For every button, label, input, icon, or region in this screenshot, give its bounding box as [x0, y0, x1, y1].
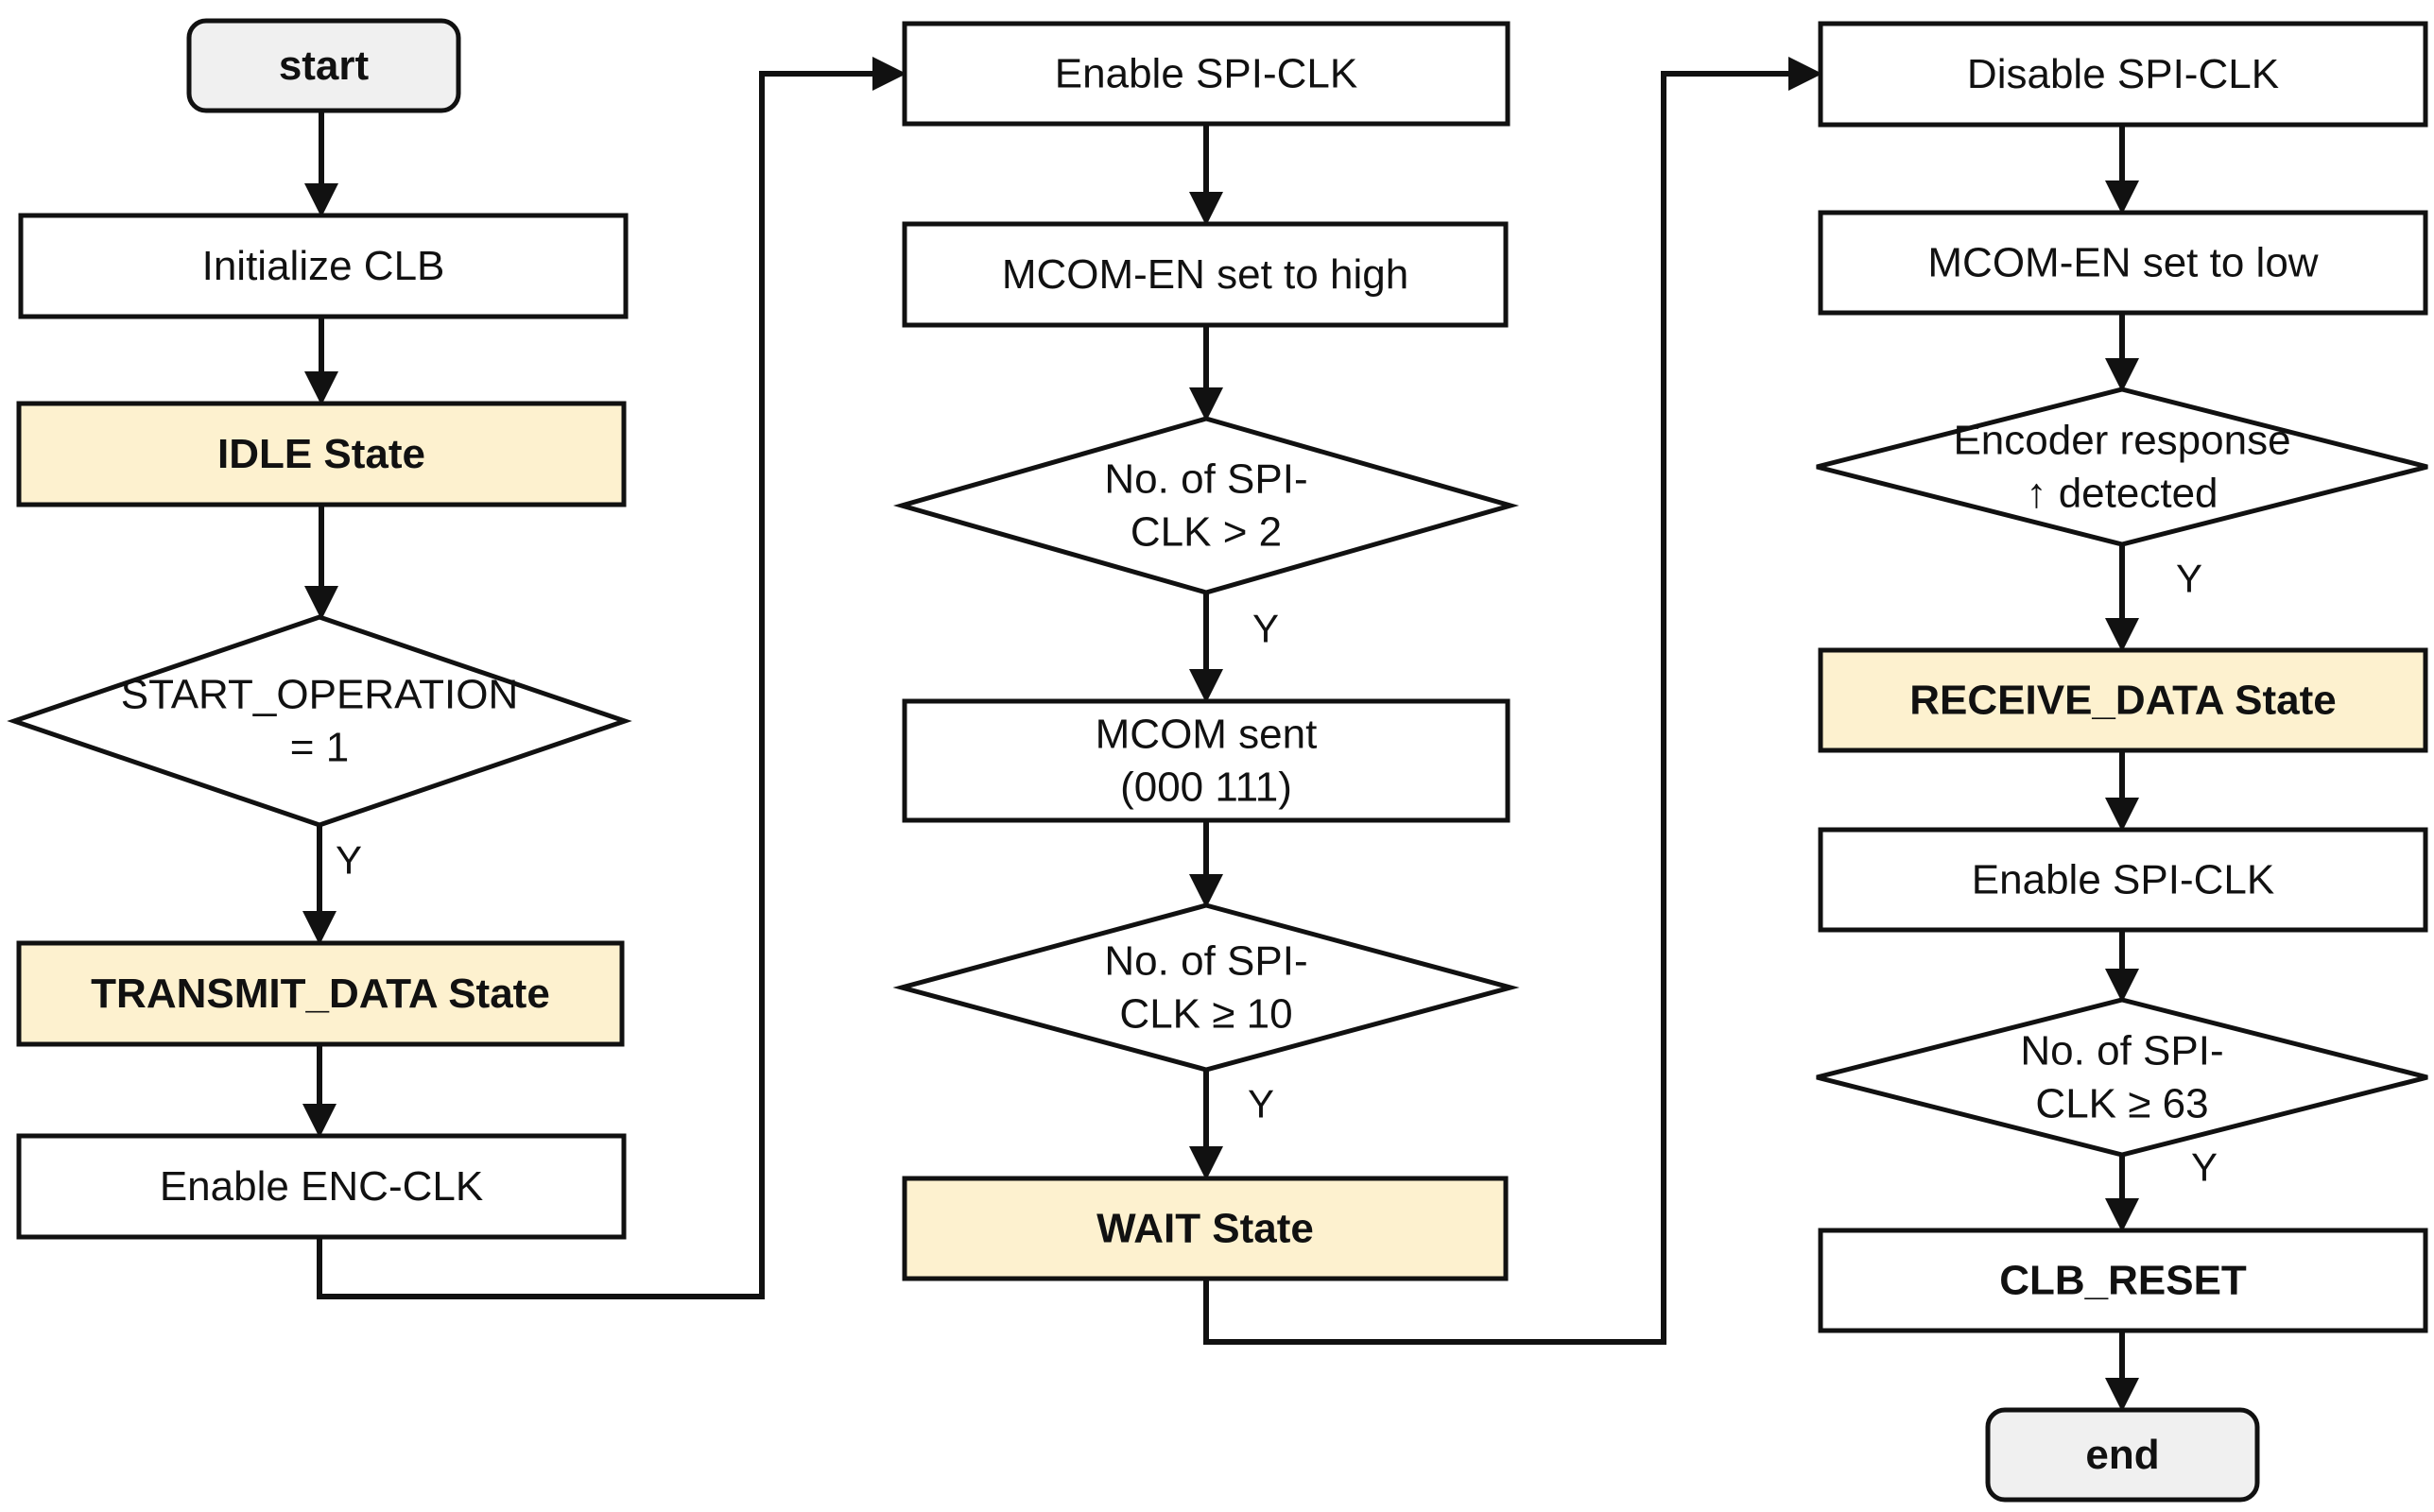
node-label: Enable SPI-CLK — [1972, 857, 2274, 903]
node-enable-spi-clk-1: Enable SPI-CLK — [902, 21, 1510, 127]
node-label: start — [279, 43, 370, 89]
node-transmit-state: TRANSMIT_DATA State — [16, 940, 625, 1047]
node-label: IDLE State — [217, 431, 425, 477]
node-label: No. of SPI- — [1104, 938, 1307, 985]
node-label: Initialize CLB — [202, 243, 445, 289]
node-enable-enc-clk: Enable ENC-CLK — [16, 1133, 627, 1240]
node-wait-state: WAIT State — [902, 1176, 1509, 1281]
node-end: end — [1985, 1407, 2260, 1503]
node-mcom-en-low: MCOM-EN set to low — [1818, 210, 2428, 316]
node-spi-clk-ge-10: No. of SPI- CLK ≥ 10 — [892, 902, 1520, 1073]
state-box — [16, 401, 627, 507]
state-box — [902, 1176, 1509, 1281]
node-label: Disable SPI-CLK — [1967, 51, 2279, 97]
node-label: end — [2085, 1432, 2159, 1478]
decision-diamond — [892, 902, 1520, 1073]
edge-enc-spi1 — [317, 57, 906, 1299]
node-label: No. of SPI- — [2020, 1028, 2223, 1074]
node-clb-reset: CLB_RESET — [1818, 1228, 2428, 1333]
node-label: MCOM-EN set to low — [1927, 240, 2318, 286]
node-label: Enable SPI-CLK — [1055, 51, 1357, 97]
terminal-box — [186, 18, 461, 113]
node-label: START_OPERATION — [121, 672, 519, 718]
process-box — [902, 221, 1509, 328]
node-label: RECEIVE_DATA State — [1909, 678, 2337, 724]
node-receive-state: RECEIVE_DATA State — [1818, 647, 2428, 753]
node-spi-clk-ge-63: No. of SPI- CLK ≥ 63 — [1816, 997, 2428, 1158]
node-label: CLK ≥ 10 — [1119, 991, 1292, 1038]
node-label: TRANSMIT_DATA State — [91, 971, 550, 1017]
edge-wait-disable — [1203, 57, 1822, 1345]
decision-diamond — [1816, 387, 2428, 547]
node-label: CLK ≥ 63 — [2035, 1081, 2208, 1127]
node-label: WAIT State — [1096, 1206, 1314, 1252]
node-mcom-sent: MCOM sent (000 111) — [902, 698, 1510, 823]
yes-branch-label: Y — [336, 838, 362, 883]
node-mcom-en-high: MCOM-EN set to high — [902, 221, 1509, 328]
process-box — [902, 21, 1510, 127]
node-label: (000 111) — [1120, 765, 1292, 811]
yes-branch-label: Y — [2191, 1145, 2218, 1190]
yes-branch-label: Y — [1248, 1082, 1274, 1126]
node-label: Enable ENC-CLK — [160, 1163, 483, 1210]
node-start-operation: START_OPERATION = 1 — [7, 614, 632, 828]
process-box — [902, 698, 1510, 823]
node-label: MCOM sent — [1096, 712, 1318, 758]
process-box — [1818, 210, 2428, 316]
process-box — [1818, 1228, 2428, 1333]
node-spi-clk-gt-2: No. of SPI- CLK > 2 — [892, 416, 1520, 595]
yes-branch-label: Y — [1252, 607, 1279, 651]
node-label: ↑ detected — [2026, 471, 2218, 517]
process-box — [18, 213, 629, 319]
node-label: MCOM-EN set to high — [1002, 251, 1408, 298]
terminal-box — [1985, 1407, 2260, 1503]
node-label: No. of SPI- — [1104, 456, 1307, 503]
node-label: CLB_RESET — [1999, 1258, 2247, 1304]
node-encoder-response: Encoder response ↑ detected — [1816, 387, 2428, 547]
decision-diamond — [7, 614, 632, 828]
node-disable-spi-clk: Disable SPI-CLK — [1818, 21, 2428, 128]
node-label: = 1 — [290, 725, 349, 771]
node-label: Encoder response — [1953, 418, 2290, 464]
process-box — [16, 1133, 627, 1240]
process-box — [1818, 21, 2428, 128]
node-start: start — [186, 18, 461, 113]
node-enable-spi-clk-2: Enable SPI-CLK — [1818, 827, 2428, 933]
decision-diamond — [1816, 997, 2428, 1158]
flow-connectors: Y Y Y Y Y — [302, 57, 2218, 1412]
process-box — [1818, 827, 2428, 933]
decision-diamond — [892, 416, 1520, 595]
state-box — [16, 940, 625, 1047]
node-init-clb: Initialize CLB — [18, 213, 629, 319]
node-idle-state: IDLE State — [16, 401, 627, 507]
yes-branch-label: Y — [2176, 557, 2202, 601]
state-box — [1818, 647, 2428, 753]
node-label: CLK > 2 — [1131, 509, 1282, 556]
